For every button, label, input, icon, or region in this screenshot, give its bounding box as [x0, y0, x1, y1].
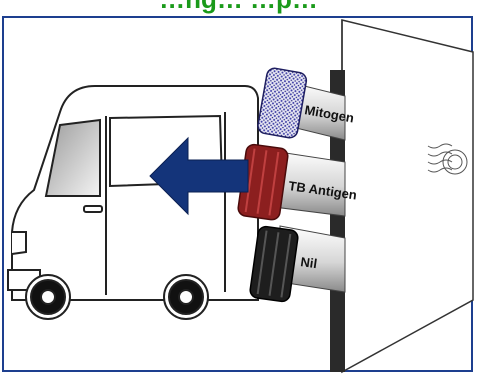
tube-label-nil: Nil — [300, 254, 319, 271]
van-icon — [8, 86, 258, 319]
